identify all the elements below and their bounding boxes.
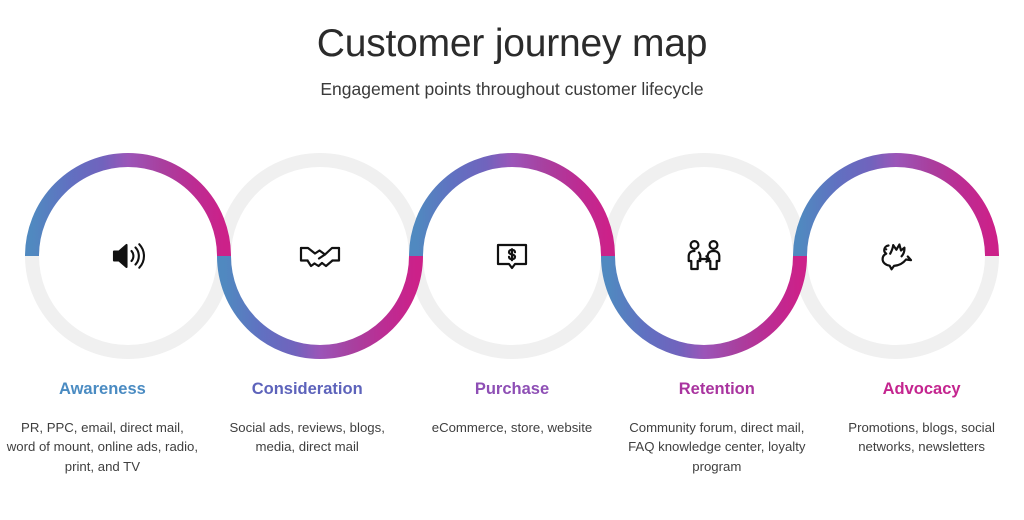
stage-retention: Retention Community forum, direct mail, … xyxy=(614,380,819,476)
stage-description-purchase: eCommerce, store, website xyxy=(431,419,593,435)
page-subtitle: Engagement points throughout customer li… xyxy=(320,78,704,99)
stage-description-advocacy: Promotions, blogs, social networks, news… xyxy=(848,419,995,455)
stage-label-purchase: Purchase xyxy=(474,380,550,398)
stage-icon-consideration xyxy=(294,230,346,282)
stage-caption-row: Awareness PR, PPC, email, direct mail, w… xyxy=(0,380,1024,476)
stage-icon-awareness xyxy=(102,230,154,282)
stage-awareness: Awareness PR, PPC, email, direct mail, w… xyxy=(0,380,205,476)
stage-purchase: Purchase eCommerce, store, website xyxy=(410,380,615,476)
header: Customer journey map Engagement points t… xyxy=(0,0,1024,100)
money-message-icon xyxy=(492,236,532,276)
stage-label-advocacy: Advocacy xyxy=(882,380,961,398)
stage-description-awareness: PR, PPC, email, direct mail, word of mou… xyxy=(6,419,199,474)
stage-icon-retention xyxy=(678,230,730,282)
people-referral-icon xyxy=(683,235,725,277)
stage-consideration: Consideration Social ads, reviews, blogs… xyxy=(205,380,410,476)
stage-description-retention: Community forum, direct mail, FAQ knowle… xyxy=(628,419,806,474)
stage-advocacy: Advocacy Promotions, blogs, social netwo… xyxy=(819,380,1024,476)
handshake-icon xyxy=(298,234,342,278)
page-title: Customer journey map xyxy=(316,22,708,65)
stage-icon-purchase xyxy=(486,230,538,282)
speaker-icon xyxy=(108,236,148,276)
stage-label-retention: Retention xyxy=(678,380,755,398)
stage-description-consideration: Social ads, reviews, blogs, media, direc… xyxy=(229,419,385,455)
stage-icon-advocacy xyxy=(870,230,922,282)
dove-icon xyxy=(875,235,917,277)
stage-label-consideration: Consideration xyxy=(251,380,363,398)
stage-label-awareness: Awareness xyxy=(58,380,146,398)
